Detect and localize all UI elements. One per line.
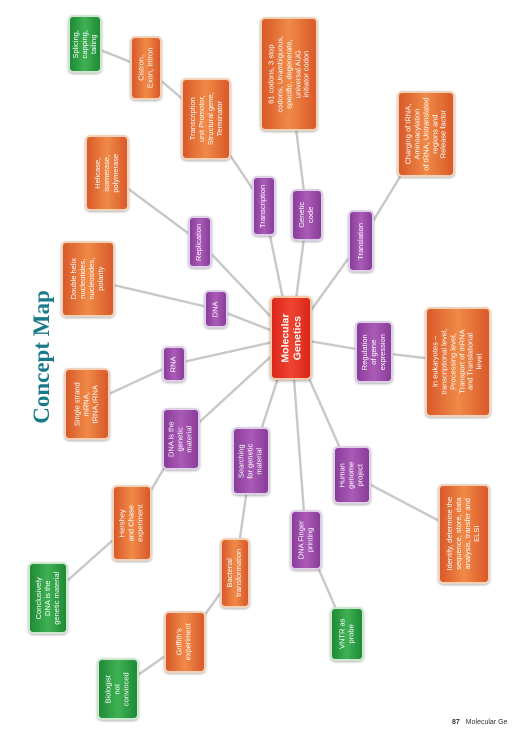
node-charging-trna-label: Charging of tRNA, Aminoacylation of tRNA… [402,97,448,171]
node-single-strand-label: Single strand mRNA, tRNA,rRNA [72,382,100,426]
node-bacterial-label: Bacterial transformation [225,549,243,597]
node-vntr-as-probe: VNTR as probe [330,607,364,661]
node-human-genome-goals: Identify, determine the sequence, store,… [438,484,490,584]
node-hershey-chase-experiment: Hershey and Chase experiment [112,485,152,561]
node-hershey-label: Hershey and Chase experiment [117,504,145,542]
node-searching-label: Searching for genetic material [236,443,264,479]
node-double-helix-label: Double helix nucleotides, nucleosides, p… [69,258,105,300]
node-eukaryote-regulation-levels: In eukaryotes – transcriptional level, P… [425,307,491,417]
node-helicase-label: Helicase, isomerase, polymerase [92,153,120,193]
node-transcription-label: Transcription [258,184,268,228]
node-searching-for-genetic-material: Searching for genetic material [232,427,270,495]
node-cistron-exon-intron: Cistron, Exon, Intron [130,36,162,100]
node-genetic-code-label: Genetic code [297,202,315,228]
node-dna-fingerprinting: DNA Finger printing [290,510,322,570]
node-transcription-unit: Transcription unit Promotor, Structural … [181,78,231,160]
node-rna-label: RNA [168,356,178,372]
node-charging-of-trna: Charging of tRNA, Aminoacylation of tRNA… [397,91,455,177]
node-vntr-label: VNTR as probe [337,618,356,650]
node-codons: 61 codons, 3 stop codons, Unambiguous, s… [260,17,318,131]
page-footer: 87 Molecular Ge [452,719,507,726]
node-genetic-code: Genetic code [291,189,323,241]
node-identify-label: Identify, determine the sequence, store,… [445,497,481,571]
center-node-molecular-genetics: Molecular Genetics [270,296,312,380]
node-bacterial-transformation: Bacterial transformation [220,538,250,608]
node-biologist-not-convinced: Biologist not convinced [97,658,139,720]
node-rna: RNA [162,346,186,382]
node-dna: DNA [204,290,228,328]
node-griffith-label: Griffith's experiment [175,623,193,661]
node-translation-label: Translation [355,222,365,260]
node-human-genome-label: Human genome project [337,461,365,489]
node-replication-label: Replication [194,223,204,261]
node-griffiths-experiment: Griffith's experiment [164,611,206,673]
page-title-container: Concept Map [20,282,64,432]
node-splicing-label: Splicing, capping, tailing [70,29,98,59]
node-replication: Replication [188,216,212,268]
node-regulation-label: Regulation of gene expression [359,333,387,371]
page-title: Concept Map [29,290,54,424]
node-regulation-of-gene-expression: Regulation of gene expression [355,321,393,383]
center-node-label: Molecular Genetics [278,313,304,363]
node-dna-label: DNA [210,301,220,317]
page-number: 87 [452,719,460,726]
node-double-helix: Double helix nucleotides, nucleosides, p… [61,241,115,317]
node-human-genome-project: Human genome project [333,446,371,504]
node-transcription-unit-label: Transcription unit Promotor, Structural … [187,92,223,146]
node-conclusively-dna: Conclusively DNA is the genetic material [28,562,68,634]
node-helicase-isomerase-polymerase: Helicase, isomerase, polymerase [85,135,129,211]
running-head: Molecular Ge [465,719,508,726]
node-conclusively-label: Conclusively DNA is the genetic material [33,571,61,625]
node-codons-label: 61 codons, 3 stop codons, Unambiguous, s… [265,35,311,113]
node-dna-genetic-material-label: DNA is the genetic material [166,421,194,457]
node-biologist-label: Biologist not convinced [103,672,131,706]
node-splicing-capping-tailing: Splicing, capping, tailing [68,15,102,73]
node-cistron-label: Cistron, Exon, Intron [136,47,155,89]
node-dna-fingerprinting-label: DNA Finger printing [296,520,315,560]
node-single-strand: Single strand mRNA, tRNA,rRNA [64,368,110,440]
node-dna-is-the-genetic-material: DNA is the genetic material [162,408,200,470]
node-transcription: Transcription [252,176,276,236]
node-translation: Translation [348,210,374,272]
node-eukaryotes-label: In eukaryotes – transcriptional level, P… [430,328,484,396]
